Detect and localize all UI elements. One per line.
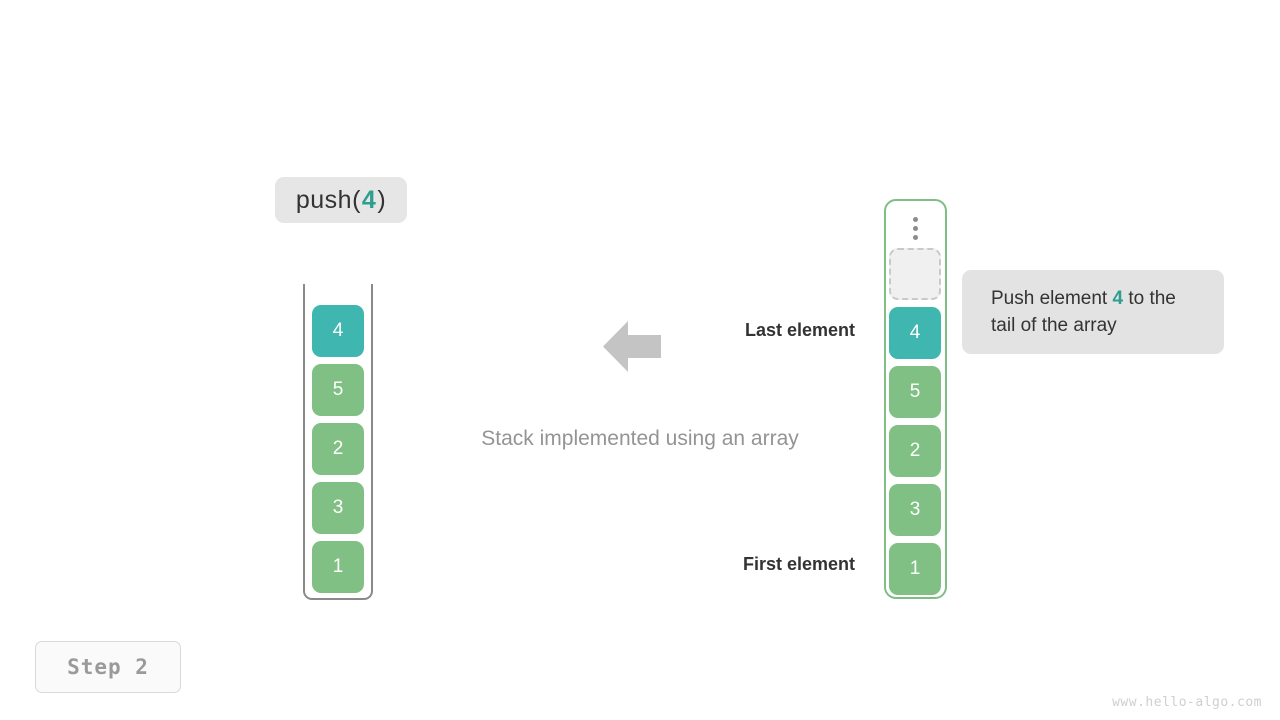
annotation-text-part2: to the tail of the array [991,288,1176,336]
operation-label: push(4) [275,177,407,223]
array-cell: 5 [889,366,941,418]
last-element-label: Last element [744,320,855,340]
stack-cell: 2 [312,423,364,475]
stack-cell: 4 [312,305,364,357]
stack-container-outline [303,284,373,600]
stack-cell: 1 [312,541,364,593]
annotation-text-part1: Push element [991,288,1113,309]
arrow-left-icon [603,320,661,373]
first-element-label: First element [742,554,855,574]
stack-cell: 5 [312,364,364,416]
stack-caption: Stack implemented using an array [481,427,799,450]
array-diagram: 4 5 2 3 1 [884,199,947,599]
array-container-outline [884,199,947,599]
operation-suffix: ) [377,185,387,214]
step-badge: Step 2 [35,641,181,693]
stack-cell-list: 4 5 2 3 1 [312,305,364,593]
annotation-tooltip: Push element 4 to the tail of the array [962,270,1224,354]
array-cell: 3 [889,484,941,536]
array-cell-list: 4 5 2 3 1 [889,248,941,595]
stack-diagram: 4 5 2 3 1 [303,284,377,604]
annotation-accent-value: 4 [1112,288,1124,309]
array-cell: 2 [889,425,941,477]
array-cell: 4 [889,307,941,359]
stack-cell: 3 [312,482,364,534]
annotation-text: Push element 4 to the tail of the array [991,285,1196,339]
watermark: www.hello-algo.com [1112,695,1262,710]
operation-prefix: push( [295,185,361,214]
operation-value: 4 [361,185,377,214]
array-cell: 1 [889,543,941,595]
array-empty-slot [889,248,941,300]
vertical-ellipsis-icon [884,211,947,245]
